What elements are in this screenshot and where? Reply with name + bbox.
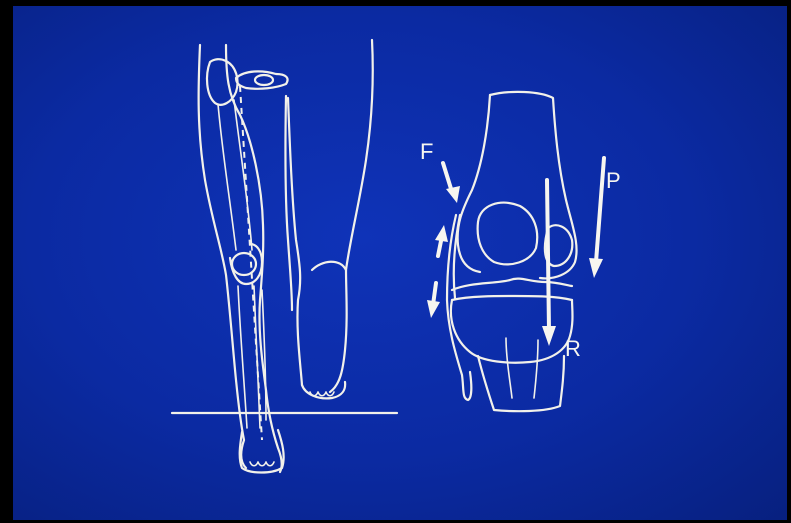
- leg-front-contour: [199, 45, 246, 468]
- femur-shaft-front: [218, 104, 236, 250]
- pelvis-bone: [236, 71, 288, 88]
- tibia-shaft-detail: [478, 356, 564, 411]
- force-arrow-f: [443, 163, 460, 203]
- front-foot-toes: [250, 462, 274, 466]
- tibial-plateau: [451, 300, 573, 363]
- knee-patella: [232, 253, 256, 275]
- femur-outline-medial: [458, 95, 490, 272]
- acetabulum: [255, 75, 273, 85]
- label-f: F: [420, 139, 433, 164]
- shear-arrow-down: [427, 283, 440, 318]
- knee-joint-outline: [230, 244, 262, 284]
- label-p: P: [606, 168, 621, 193]
- raised-leg-inner: [288, 98, 302, 385]
- raised-leg-calf: [312, 262, 346, 270]
- leg-skeleton-figure: [199, 45, 292, 473]
- raised-leg-outer: [330, 40, 373, 392]
- force-arrow-p: [589, 158, 604, 278]
- lateral-condyle: [478, 203, 538, 265]
- raised-leg-figure: [288, 40, 373, 398]
- label-r: R: [565, 336, 581, 361]
- knee-joint-detail: [447, 92, 577, 411]
- force-arrow-r: [542, 180, 556, 346]
- femur-head: [207, 59, 238, 105]
- meniscus-lower: [452, 296, 572, 300]
- joint-line-meniscus: [452, 279, 572, 290]
- shear-arrow-up: [435, 225, 448, 256]
- femur-outline: [490, 92, 577, 279]
- tibial-tubercle: [506, 338, 538, 398]
- mechanical-axis-dashed: [240, 86, 262, 440]
